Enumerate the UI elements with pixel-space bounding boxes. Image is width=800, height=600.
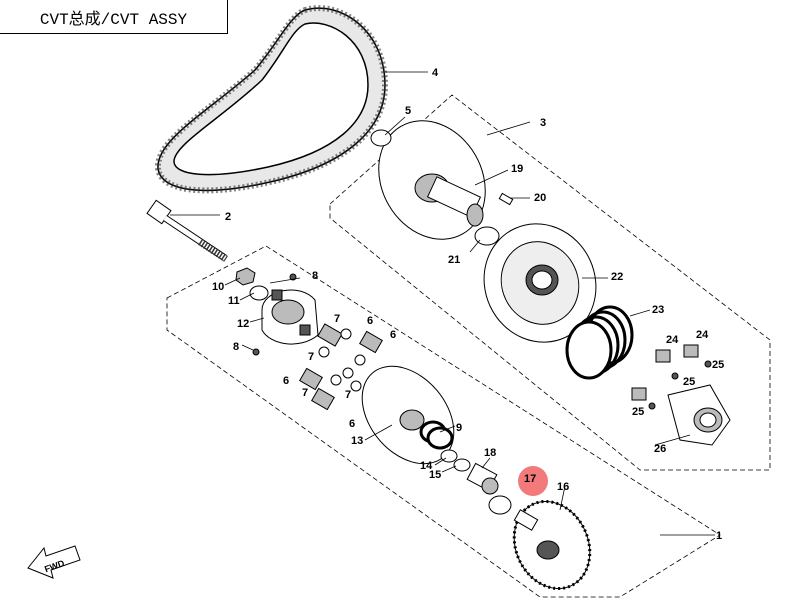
washer-11[interactable]	[249, 285, 269, 301]
weight-6a[interactable]	[317, 323, 343, 347]
driven-spring[interactable]	[565, 305, 634, 380]
callout-2: 2	[225, 211, 231, 223]
callout-11: 11	[228, 295, 240, 307]
weight-6d[interactable]	[311, 387, 335, 411]
diagram-title: CVT总成/CVT ASSY	[0, 0, 228, 34]
roller-7b[interactable]	[318, 346, 330, 358]
callout-8a: 8	[312, 270, 318, 282]
callout-1: 1	[716, 530, 722, 542]
callout-3: 3	[540, 117, 546, 129]
screw-25b[interactable]	[671, 372, 679, 380]
callout-7a: 7	[334, 313, 340, 325]
leader-lines	[170, 71, 715, 536]
callout-10: 10	[212, 281, 224, 293]
callout-19: 19	[511, 163, 523, 175]
roller-24b[interactable]	[683, 344, 699, 358]
callout-25a: 25	[712, 359, 724, 371]
callout-14: 14	[420, 460, 433, 472]
callout-21: 21	[448, 254, 460, 266]
callout-26: 26	[654, 443, 666, 455]
driven-fixed-sheave[interactable]	[358, 101, 507, 258]
callout-24a: 24	[666, 334, 679, 346]
roller-24a[interactable]	[655, 349, 671, 363]
highlight-marker	[518, 466, 548, 496]
callout-9: 9	[456, 422, 462, 434]
callout-labels: 1 2 3 4 5 6 6 6 6 7 7 7 7 8 8 9 10 11 12…	[212, 67, 724, 542]
callout-7c: 7	[302, 387, 308, 399]
screw-8a[interactable]	[289, 273, 297, 281]
callout-24b: 24	[696, 329, 709, 341]
callout-6b: 6	[390, 329, 396, 341]
callout-12: 12	[237, 318, 249, 330]
spider-12[interactable]	[261, 289, 319, 345]
nut-10[interactable]	[235, 267, 256, 286]
cam-housing[interactable]	[667, 384, 731, 446]
snap-ring-21[interactable]	[474, 226, 500, 246]
roller-7d[interactable]	[354, 354, 366, 366]
weight-6b[interactable]	[359, 330, 383, 354]
callout-25c: 25	[632, 406, 644, 418]
drive-belt[interactable]	[155, 5, 389, 194]
callout-13: 13	[351, 435, 363, 447]
center-bolt[interactable]	[146, 199, 228, 262]
roller-7a[interactable]	[340, 328, 352, 340]
weight-6c[interactable]	[299, 367, 323, 391]
roller-7c[interactable]	[330, 374, 342, 386]
spring-9[interactable]	[419, 420, 454, 450]
bushing-18[interactable]	[466, 462, 499, 495]
secondary-clutch-group-outline	[329, 94, 771, 471]
callout-6c: 6	[283, 375, 289, 387]
callout-7b: 7	[308, 351, 314, 363]
callout-6d: 6	[349, 418, 355, 430]
drive-fixed-sheave[interactable]	[500, 489, 603, 600]
washer-14[interactable]	[440, 449, 458, 463]
callout-22: 22	[611, 271, 623, 283]
callout-4: 4	[432, 67, 439, 79]
callout-20: 20	[534, 192, 546, 204]
callout-8b: 8	[233, 341, 239, 353]
driven-movable-sheave[interactable]	[465, 205, 615, 360]
screw-8b[interactable]	[252, 348, 260, 356]
roller-24c[interactable]	[631, 387, 647, 401]
washer-15[interactable]	[453, 458, 471, 472]
callout-7d: 7	[345, 389, 351, 401]
callout-16: 16	[557, 481, 569, 493]
screw-25a[interactable]	[704, 360, 712, 368]
callout-15: 15	[429, 469, 441, 481]
callout-5: 5	[405, 105, 411, 117]
callout-25b: 25	[683, 376, 695, 388]
bearing-17[interactable]	[488, 495, 512, 515]
callout-18: 18	[484, 447, 496, 459]
roller-extra-2[interactable]	[350, 380, 362, 392]
screw-25c[interactable]	[648, 402, 656, 410]
roller-extra-1[interactable]	[342, 367, 354, 379]
key-20[interactable]	[498, 192, 514, 206]
callout-6a: 6	[367, 315, 373, 327]
primary-clutch-group-outline	[166, 245, 721, 598]
fwd-arrow: FWD	[27, 545, 81, 579]
callout-17: 17	[524, 473, 536, 485]
callout-23: 23	[652, 304, 664, 316]
